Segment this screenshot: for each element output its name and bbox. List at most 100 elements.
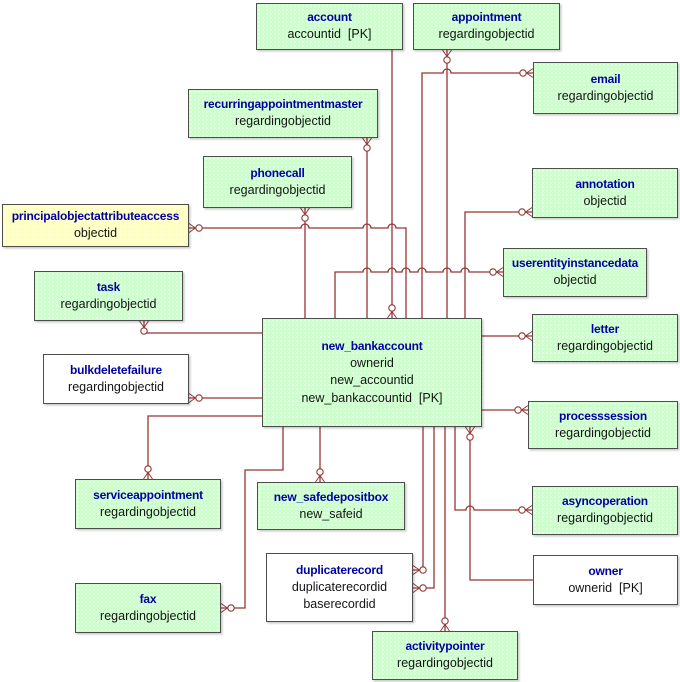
entity-title: phonecall — [250, 165, 305, 180]
entity-attribute: objectid — [583, 193, 627, 208]
entity-title: annotation — [575, 176, 635, 191]
entity-attribute: regardingobjectid — [555, 425, 651, 440]
connector-asyncoperation-new_bankaccount — [454, 427, 533, 515]
zero-or-many-circle-marker — [514, 406, 522, 414]
entity-processsession[interactable]: processsession regardingobjectid — [528, 401, 678, 449]
crows-foot-marker — [300, 207, 310, 215]
entity-email[interactable]: email regardingobjectid — [533, 62, 678, 114]
entity-attribute: new_safeid — [299, 506, 363, 521]
crows-foot-marker — [412, 583, 420, 593]
connector-activitypointer-new_bankaccount — [440, 427, 450, 632]
entity-phonecall[interactable]: phonecall regardingobjectid — [203, 156, 352, 208]
entity-attribute: regardingobjectid — [397, 656, 493, 671]
connector-new_safedepositbox-new_bankaccount — [315, 427, 325, 483]
crows-foot-marker — [525, 505, 533, 515]
entity-attribute: regardingobjectid — [68, 379, 164, 394]
zero-or-many-circle-marker — [316, 468, 324, 476]
zero-or-many-circle-marker — [195, 394, 203, 402]
entity-attribute: new_accountid — [330, 373, 414, 388]
zero-or-many-circle-marker — [227, 604, 235, 612]
zero-or-many-circle-marker — [441, 617, 449, 625]
entity-task[interactable]: task regardingobjectid — [34, 271, 183, 321]
entity-attribute: regardingobjectid — [557, 88, 654, 103]
entity-attribute: ownerid — [350, 356, 394, 371]
connector-phonecall-new_bankaccount — [300, 207, 310, 318]
entity-attribute: regardingobjectid — [100, 504, 196, 519]
entity-attribute: accountid [PK] — [287, 27, 372, 42]
crows-foot-marker — [139, 320, 149, 328]
connector-serviceappointment-new_bankaccount — [143, 415, 262, 480]
connector-new_bankaccount-account — [387, 50, 397, 319]
entity-asyncoperation[interactable]: asyncoperation regardingobjectid — [532, 486, 678, 535]
entity-attribute: regardingobjectid — [229, 182, 326, 197]
entity-new_safedepositbox[interactable]: new_safedepositbox new_safeid — [257, 482, 405, 530]
crows-foot-marker — [465, 426, 475, 434]
entity-title: fax — [139, 591, 157, 606]
crows-foot-marker — [412, 565, 420, 575]
entity-activitypointer[interactable]: activitypointer regardingobjectid — [372, 631, 518, 680]
zero-or-many-circle-marker — [140, 327, 148, 335]
crows-foot-marker — [362, 137, 372, 145]
entity-attribute: regardingobjectid — [557, 338, 653, 353]
entity-title: asyncoperation — [562, 494, 648, 509]
connector-duplicaterecord-new_bankaccount-2 — [412, 427, 435, 593]
connector-recurringappointmentmaster-new_bankaccount — [362, 137, 372, 318]
crows-foot-marker — [525, 207, 533, 217]
connector-duplicaterecord-new_bankaccount-1 — [412, 427, 427, 575]
entity-attribute: regardingobjectid — [557, 511, 653, 526]
entity-attribute: baserecordid — [303, 596, 376, 611]
zero-or-many-circle-marker — [363, 144, 371, 152]
crows-foot-marker — [143, 472, 153, 480]
connector-appointment-new_bankaccount — [442, 49, 452, 318]
zero-or-many-circle-marker — [466, 433, 474, 441]
connector-principalobjectattributeaccess-new_bankaccount — [188, 223, 407, 318]
crows-foot-marker — [315, 475, 325, 483]
entity-title: email — [590, 71, 621, 86]
entity-title: userentityinstancedata — [511, 256, 639, 271]
entity-title: new_safedepositbox — [273, 489, 389, 504]
entity-annotation[interactable]: annotation objectid — [532, 168, 678, 218]
zero-or-many-circle-marker — [195, 224, 203, 232]
zero-or-many-circle-marker — [518, 332, 526, 340]
entity-userentityinstancedata[interactable]: userentityinstancedata objectid — [503, 248, 647, 297]
entity-attribute: ownerid [PK] — [568, 580, 643, 595]
entity-title: new_bankaccount — [321, 339, 423, 354]
crows-foot-marker — [496, 267, 504, 277]
entity-title: activitypointer — [405, 639, 485, 654]
zero-or-many-circle-marker — [443, 56, 451, 64]
crows-foot-marker — [440, 624, 450, 632]
entity-attribute: new_bankaccountid [PK] — [301, 390, 443, 405]
zero-or-many-circle-marker — [388, 304, 396, 312]
zero-or-many-circle-marker — [419, 566, 427, 574]
entity-title: task — [96, 279, 121, 294]
entity-serviceappointment[interactable]: serviceappointment regardingobjectid — [75, 479, 221, 529]
entity-title: processsession — [559, 408, 647, 423]
crows-foot-marker — [220, 603, 228, 613]
entity-attribute: objectid — [553, 273, 597, 288]
zero-or-many-circle-marker — [419, 584, 427, 592]
entity-title: principalobjectattributeaccess — [11, 209, 180, 224]
connector-new_bankaccount-owner — [465, 426, 533, 581]
crows-foot-marker — [188, 223, 196, 233]
zero-or-many-circle-marker — [519, 69, 527, 77]
connector-bulkdeletefailure-new_bankaccount — [188, 393, 262, 403]
entity-title: serviceappointment — [93, 487, 203, 502]
zero-or-many-circle-marker — [144, 465, 152, 473]
entity-attribute: regardingobjectid — [235, 114, 331, 129]
crows-foot-marker — [525, 331, 533, 341]
connector-processsession-new_bankaccount — [482, 405, 529, 415]
crows-foot-marker — [442, 49, 452, 57]
entity-attribute: duplicaterecordid — [291, 579, 388, 594]
entity-attribute: regardingobjectid — [60, 296, 157, 311]
connector-userentityinstancedata-new_bankaccount — [334, 267, 504, 318]
